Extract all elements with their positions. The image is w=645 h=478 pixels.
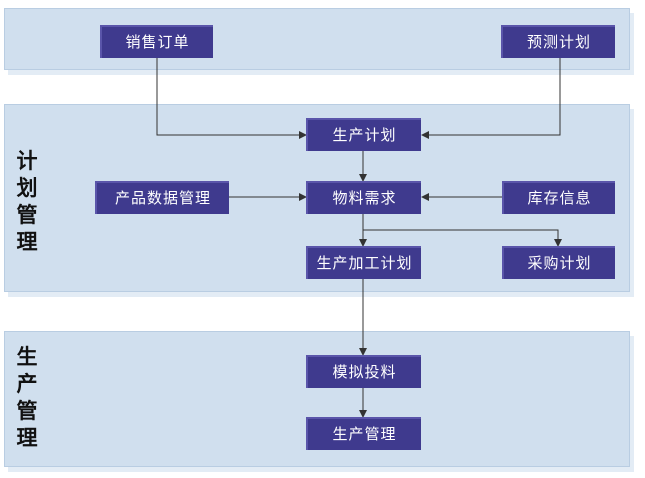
arrow-sales-order-to-production-plan [156,58,307,139]
production-management-label: 生产管理 [16,345,38,450]
production-management-node: 生产管理 [306,417,421,450]
inventory-info-node: 库存信息 [502,181,615,214]
material-requirement-node: 物料需求 [306,181,421,214]
arrow-forecast-to-production-plan [421,58,561,139]
simulated-feeding-node: 模拟投料 [306,355,421,388]
arrow-material-to-purchase-plan [363,229,562,247]
production-processing-plan-node: 生产加工计划 [306,246,421,279]
production-management-band [4,331,630,467]
purchase-plan-node: 采购计划 [502,246,615,279]
sales-order-node: 销售订单 [100,25,213,58]
forecast-plan-node: 预测计划 [501,25,615,58]
product-data-management-node: 产品数据管理 [95,181,229,214]
production-plan-node: 生产计划 [306,118,421,151]
plan-management-label: 计划管理 [16,149,38,254]
